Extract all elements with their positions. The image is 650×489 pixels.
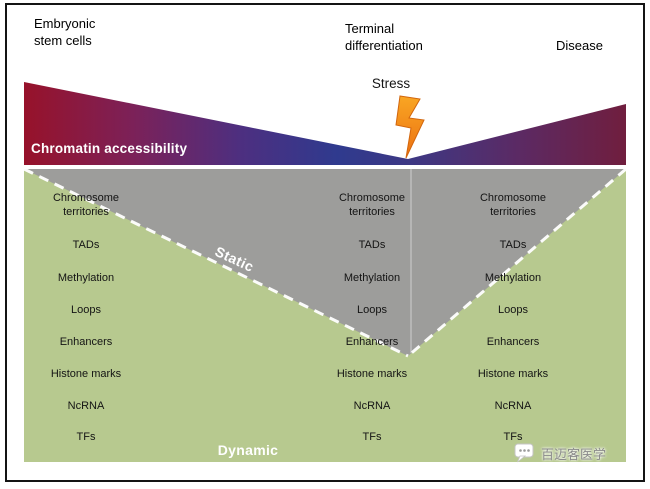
feature-chromosome-territories: Chromosome territories (52, 192, 120, 218)
feature-chromosome-territories: Chromosome territories (338, 192, 406, 218)
feature-methylation: Methylation (484, 272, 542, 284)
feature-ncrna: NcRNA (353, 400, 391, 412)
lightning-bolt-icon (395, 95, 425, 159)
chromatin-accessibility-band (24, 82, 626, 165)
static-dynamic-boundary-left (23, 167, 409, 358)
feature-tfs: TFs (503, 431, 523, 443)
feature-column-embryonic: Chromosome territories TADs Methylation … (11, 0, 161, 489)
feature-methylation: Methylation (343, 272, 401, 284)
feature-column-disease: Chromosome territories TADs Methylation … (438, 0, 588, 489)
static-dynamic-boundary-right (407, 167, 627, 358)
static-zone (24, 169, 626, 356)
watermark-text: 百迈客医学 (541, 446, 607, 462)
stage-label-embryonic-stem-cells: Embryonic stem cells (34, 16, 96, 48)
feature-histone-marks: Histone marks (50, 368, 122, 380)
feature-histone-marks: Histone marks (336, 368, 408, 380)
feature-tfs: TFs (76, 431, 96, 443)
feature-enhancers: Enhancers (59, 336, 113, 348)
chat-bubble-icon (514, 443, 534, 463)
stage-label-disease: Disease (556, 38, 603, 53)
feature-tfs: TFs (362, 431, 382, 443)
dynamic-zone-label: Dynamic (217, 442, 279, 458)
chromatin-accessibility-label: Chromatin accessibility (31, 141, 188, 156)
stress-label: Stress (371, 76, 411, 91)
feature-histone-marks: Histone marks (477, 368, 549, 380)
feature-tads: TADs (499, 239, 527, 251)
feature-ncrna: NcRNA (67, 400, 105, 412)
stage-label-terminal-differentiation: Terminal differentiation (345, 21, 423, 53)
feature-methylation: Methylation (57, 272, 115, 284)
feature-loops: Loops (498, 304, 528, 316)
feature-tads: TADs (72, 239, 100, 251)
watermark: 百迈客医学 (512, 441, 606, 465)
feature-enhancers: Enhancers (486, 336, 540, 348)
feature-column-terminal-differentiation: Chromosome territories TADs Methylation … (297, 0, 447, 489)
feature-chromosome-territories: Chromosome territories (479, 192, 547, 218)
feature-enhancers: Enhancers (345, 336, 399, 348)
feature-loops: Loops (71, 304, 101, 316)
feature-loops: Loops (357, 304, 387, 316)
feature-ncrna: NcRNA (494, 400, 532, 412)
feature-tads: TADs (358, 239, 386, 251)
